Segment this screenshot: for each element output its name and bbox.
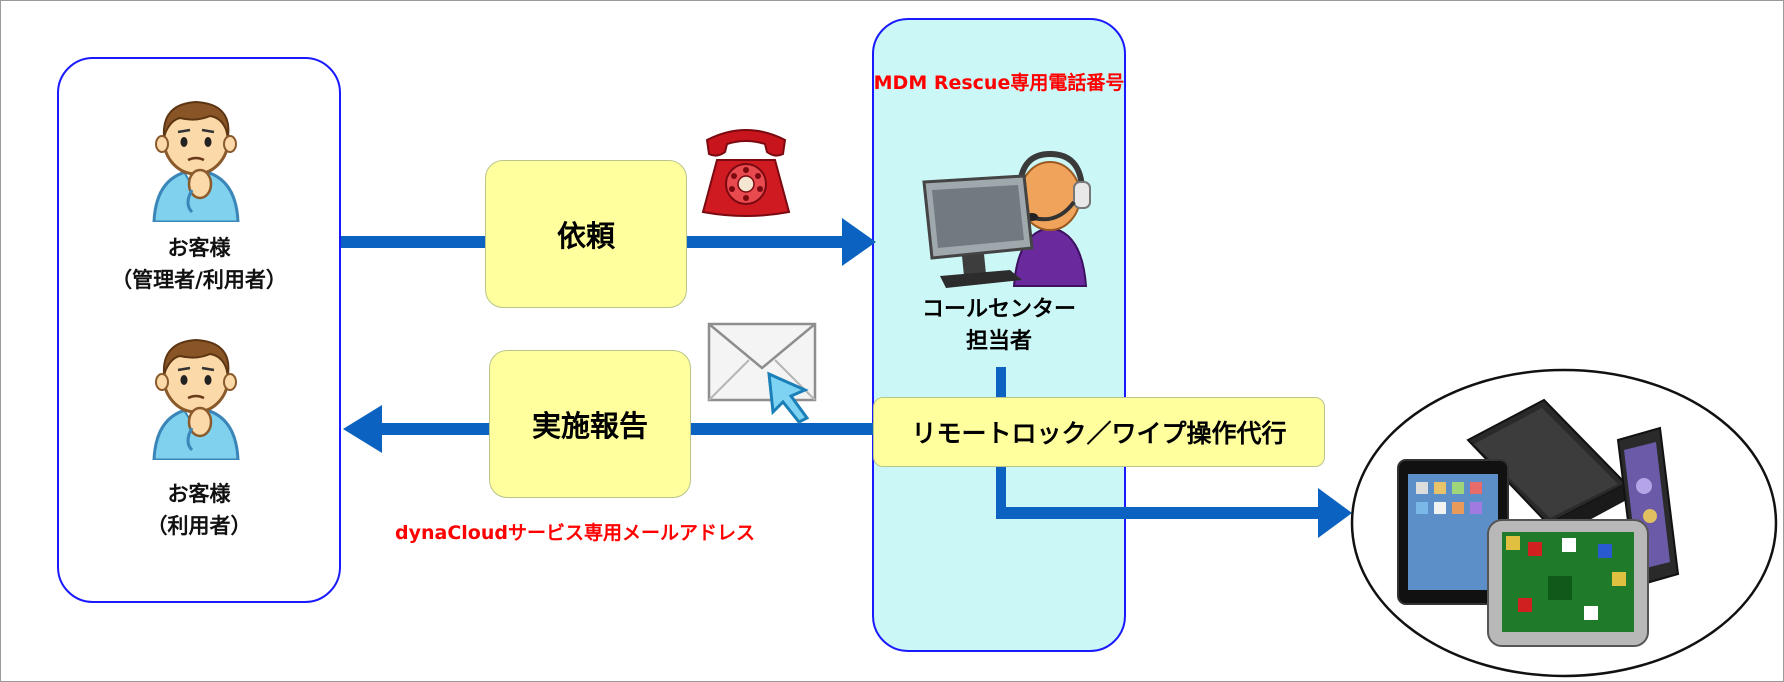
phone-number-note: MDM Rescue専用電話番号 — [873, 72, 1125, 94]
customer-user-label-line1: お客様 — [167, 482, 231, 506]
email-address-note: dynaCloudサービス専用メールアドレス — [395, 522, 755, 544]
request-box: 依頼 — [485, 160, 687, 308]
report-label: 実施報告 — [531, 409, 648, 443]
report-box: 実施報告 — [489, 350, 691, 498]
person-icon — [152, 100, 240, 222]
customer-user-label: お客様 （利用者） — [57, 478, 341, 542]
call-center-column — [872, 18, 1126, 652]
remote-lock-wipe-label: リモートロック／ワイプ操作代行 — [911, 419, 1287, 448]
customer-user-label-line2: （利用者） — [146, 514, 252, 538]
operator-label-line2: 担当者 — [965, 329, 1032, 354]
tablet-icon — [1397, 459, 1509, 605]
request-arrowhead — [842, 218, 876, 266]
operator-label-line1: コールセンター — [921, 297, 1076, 322]
customer-admin-label: お客様 （管理者/利用者） — [57, 232, 341, 296]
customer-admin-label-line2: （管理者/利用者） — [111, 268, 287, 292]
request-label: 依頼 — [556, 219, 615, 253]
operator-headset-icon — [922, 150, 1091, 288]
remote-lock-wipe-box: リモートロック／ワイプ操作代行 — [873, 397, 1325, 467]
customer-admin-label-line1: お客様 — [167, 236, 231, 260]
person-icon — [152, 338, 240, 460]
device-arrowhead — [1318, 488, 1352, 538]
envelope-icon — [707, 322, 817, 424]
devices-icon — [1350, 368, 1778, 678]
telephone-icon — [701, 129, 791, 217]
device-arrow-horizontal — [996, 507, 1318, 519]
operator-label: コールセンター 担当者 — [872, 294, 1126, 358]
report-arrowhead — [343, 405, 382, 453]
tablet-screen-icon — [1487, 519, 1649, 647]
